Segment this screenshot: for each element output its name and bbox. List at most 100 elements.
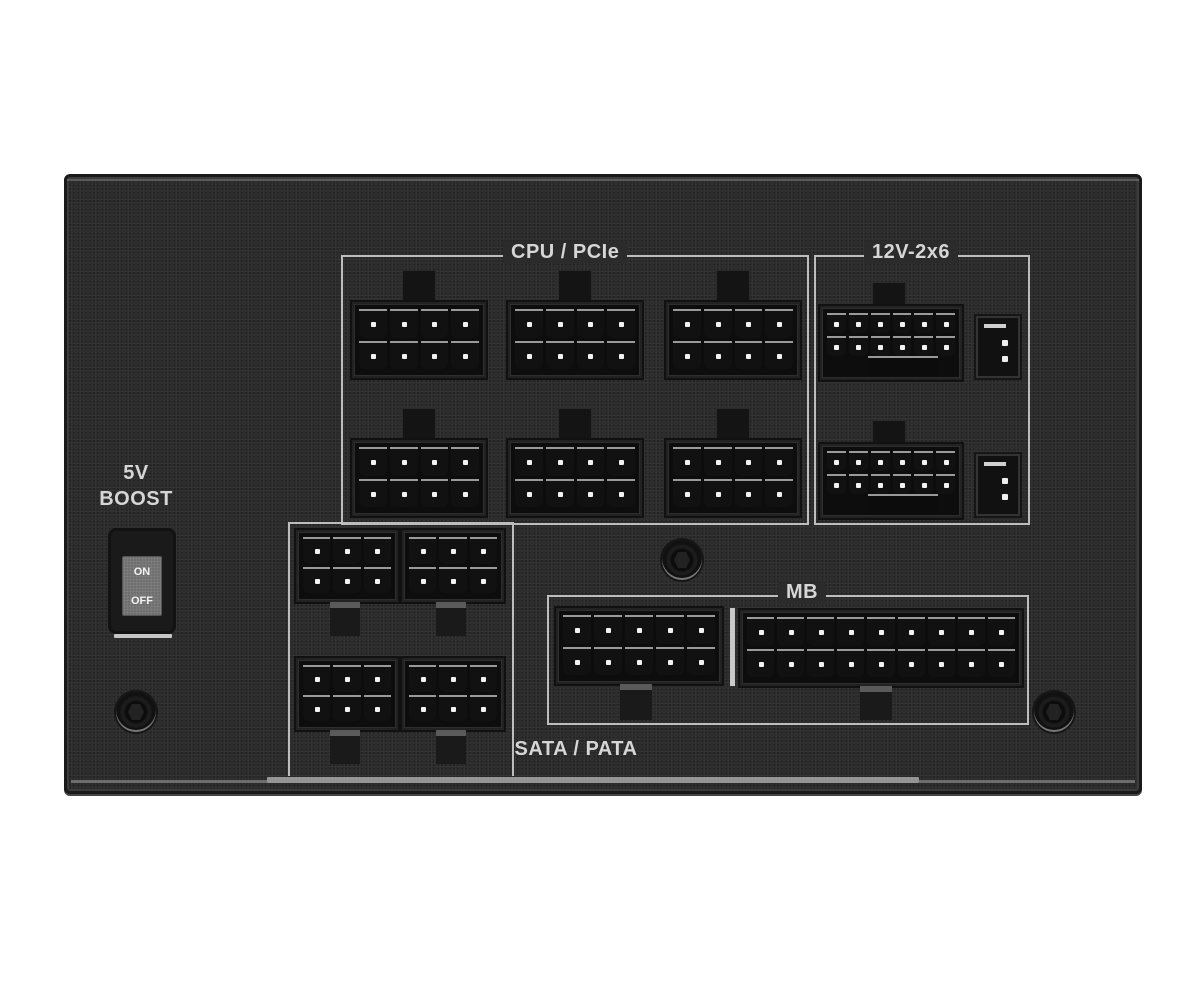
connector-pin [439, 694, 467, 721]
connector-pin [607, 478, 635, 507]
panel-bottom-edge-right [919, 780, 1135, 783]
sense-pin [1002, 494, 1008, 500]
screw-icon [116, 692, 156, 732]
connector-pin [673, 309, 701, 338]
connector-pin [451, 340, 479, 369]
connector-pin [389, 447, 418, 476]
connector-pin [576, 447, 605, 476]
connector-latch [436, 730, 466, 764]
connector-pin [333, 566, 361, 593]
connector-pin [625, 615, 653, 644]
connector-pin [409, 537, 437, 564]
connector-pin [607, 447, 635, 476]
connector-pin [837, 617, 865, 646]
screw-icon [1034, 692, 1074, 732]
connector-pin [576, 340, 605, 369]
connector-pin [333, 694, 361, 721]
mb-label: MB [778, 581, 827, 603]
boost-label-line2: BOOST [99, 488, 173, 510]
cpu-pcie-connector-6[interactable] [666, 440, 800, 516]
connector-pin [867, 648, 895, 677]
mb-connector-10pin[interactable] [556, 608, 722, 684]
connector-pin [656, 615, 684, 644]
connector-pin [870, 474, 890, 494]
cpu-pcie-connector-4[interactable] [352, 440, 486, 516]
connector-pin [734, 309, 763, 338]
connector-pin [892, 474, 912, 494]
mb-connector-18pin[interactable] [740, 610, 1022, 686]
connector-pin [420, 309, 449, 338]
connector-pin [867, 617, 895, 646]
sense-pin [1002, 356, 1008, 362]
connector-pin [389, 340, 418, 369]
connector-latch [558, 270, 592, 304]
connector-pin [439, 566, 467, 593]
connector-pin [848, 474, 868, 494]
connector-pin [957, 648, 985, 677]
connector-pin [936, 474, 955, 494]
connector-pin [703, 478, 732, 507]
connector-pin [870, 451, 890, 471]
connector-pin [673, 447, 701, 476]
connector-pin [303, 566, 331, 593]
sata-pata-connector-4[interactable] [402, 658, 504, 730]
connector-pin [469, 694, 497, 721]
sata-pata-connector-3[interactable] [296, 658, 398, 730]
connector-pin [420, 340, 449, 369]
connector-pin [747, 617, 775, 646]
connector-pin [363, 566, 391, 593]
connector-pin [734, 478, 763, 507]
sata-pata-connector-2[interactable] [402, 530, 504, 602]
sata-pata-connector-1[interactable] [296, 530, 398, 602]
connector-pin [927, 617, 955, 646]
cpu-pcie-connector-2[interactable] [508, 302, 642, 378]
switch-on-label: ON [133, 565, 151, 578]
connector-latch [436, 602, 466, 636]
connector-latch [716, 408, 750, 442]
connector-pin [987, 617, 1015, 646]
connector-pin [777, 648, 805, 677]
sense-header-1[interactable] [976, 316, 1020, 378]
connector-pin [703, 309, 732, 338]
connector-pin [545, 309, 574, 338]
connector-latch [860, 686, 892, 720]
connector-pin [515, 340, 543, 369]
connector-pin [807, 617, 835, 646]
connector-pin [703, 447, 732, 476]
connector-pin [359, 340, 387, 369]
connector-latch [872, 420, 906, 446]
connector-pin [359, 478, 387, 507]
switch-off-label: OFF [131, 594, 153, 607]
connector-pin [765, 309, 793, 338]
connector-pin [914, 451, 934, 471]
connector-pin [515, 447, 543, 476]
connector-pin [687, 615, 715, 644]
connector-pin [957, 617, 985, 646]
cpu-pcie-connector-3[interactable] [666, 302, 800, 378]
sense-pin [1002, 340, 1008, 346]
cpu-pcie-connector-1[interactable] [352, 302, 486, 378]
sata-pata-frame [288, 522, 514, 776]
connector-pin [451, 309, 479, 338]
cpu-pcie-connector-5[interactable] [508, 440, 642, 516]
connector-pin [827, 451, 846, 471]
connector-pin [303, 665, 331, 692]
connector-pin [420, 478, 449, 507]
connector-pin [936, 451, 955, 471]
sense-pin [1002, 478, 1008, 484]
connector-pin [363, 665, 391, 692]
connector-pin [607, 309, 635, 338]
connector-pin [333, 537, 361, 564]
connector-pin [409, 665, 437, 692]
boost-switch-rocker[interactable]: ON OFF [122, 556, 162, 616]
connector-latch [872, 282, 906, 308]
connector-pin [469, 665, 497, 692]
boost-switch[interactable]: ON OFF [108, 528, 176, 638]
sense-header-2[interactable] [976, 454, 1020, 516]
connector-latch [716, 270, 750, 304]
connector-pin [420, 447, 449, 476]
connector-pin [897, 648, 925, 677]
connector-pin [607, 340, 635, 369]
connector-pin [848, 451, 868, 471]
cpu-pcie-label: CPU / PCIe [503, 241, 628, 263]
